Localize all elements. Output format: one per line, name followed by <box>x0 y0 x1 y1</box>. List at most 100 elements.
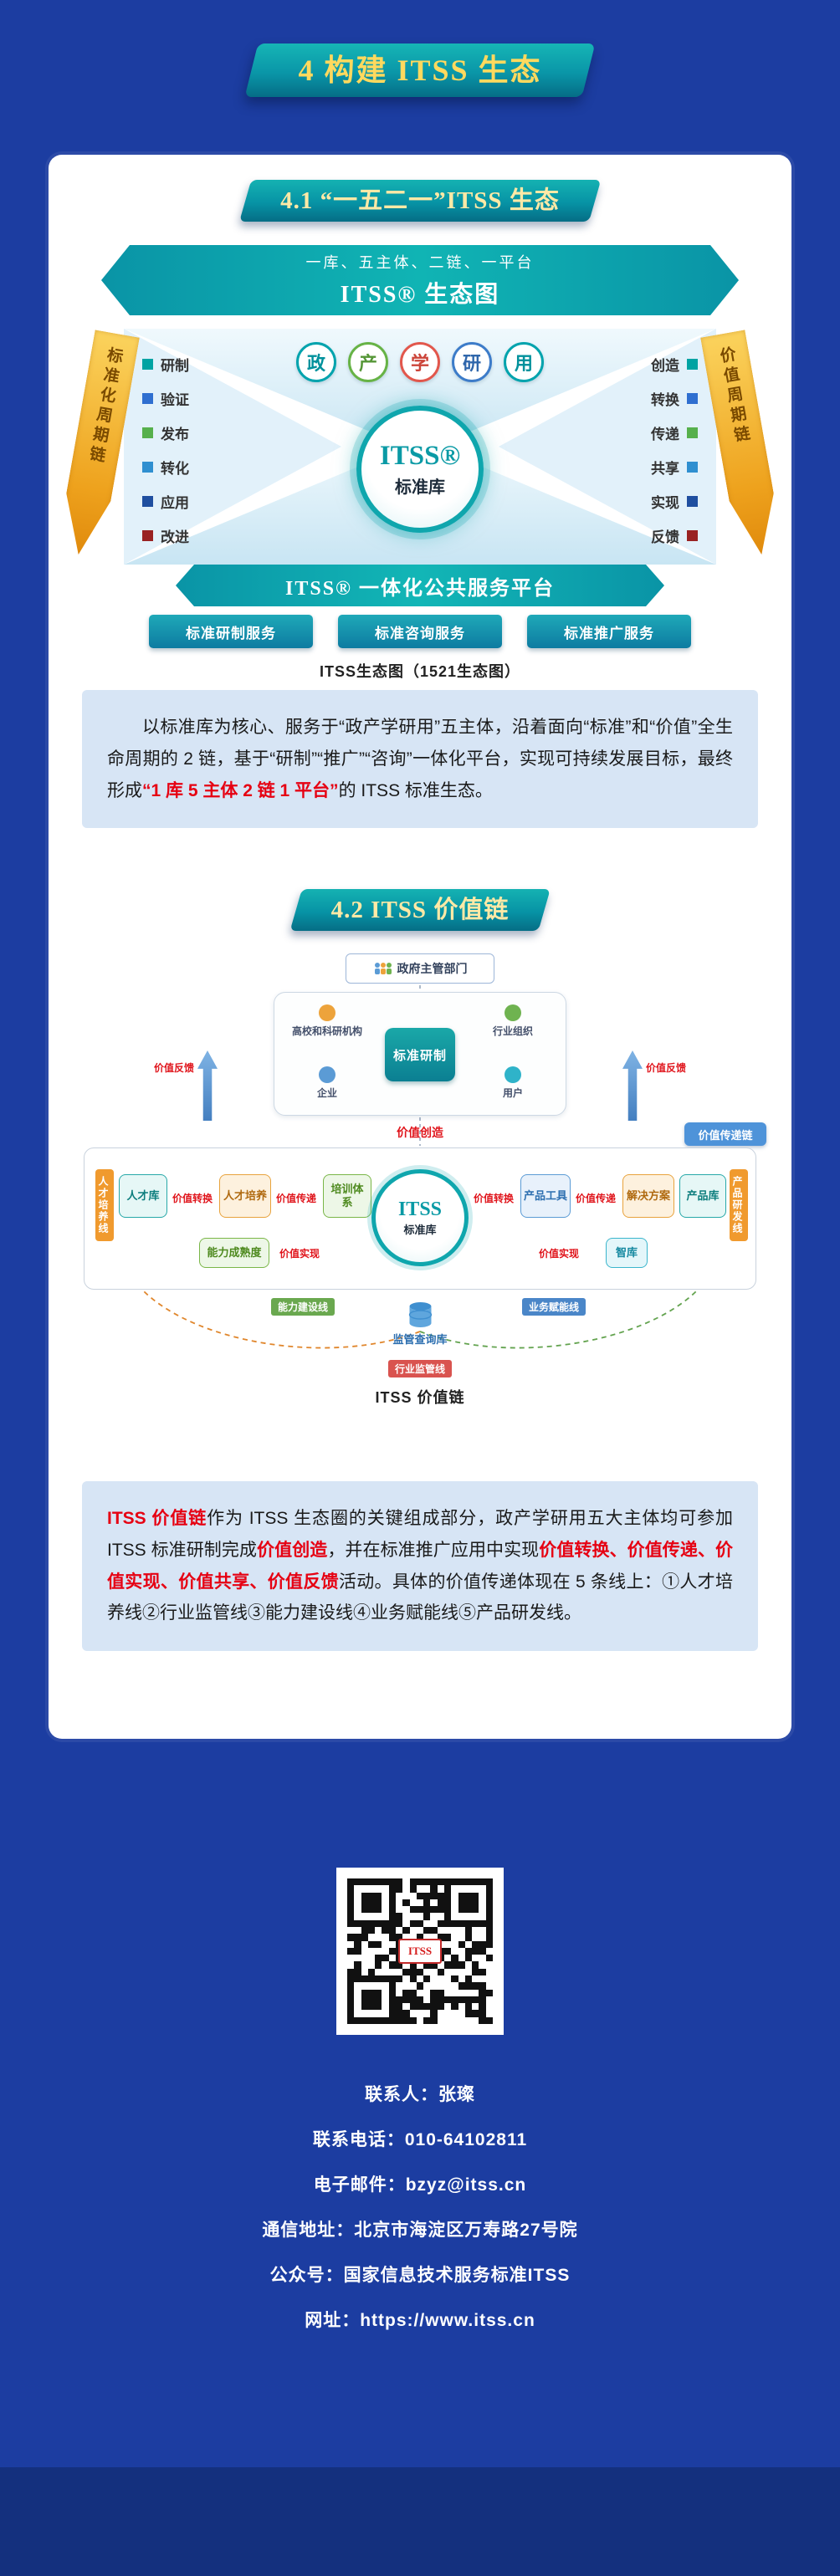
eco-ribbon-subtitle: 一库、五主体、二链、一平台 <box>305 254 535 271</box>
section-4-2-title: 4.2 ITSS 价值链 <box>330 897 510 923</box>
five-subjects-row: 政 产 学 研 用 <box>296 342 544 382</box>
bullet-icon <box>687 530 698 541</box>
node-talent-library: 人才库 <box>119 1174 167 1218</box>
talent-line-tag: 人才培养线 <box>95 1169 114 1241</box>
supervision-line-tag: 行业监管线 <box>387 1360 453 1377</box>
entity-icon <box>319 1004 335 1021</box>
section-4-2-paragraph: ITSS 价值链作为 ITSS 生态圈的关键组成部分，政产学研用五大主体均可参加… <box>82 1481 758 1652</box>
section-4-1-paragraph: 以标准库为核心、服务于“政产学研用”五主体，沿着面向“标准”和“价值”全生命周期… <box>82 690 758 829</box>
node-think-tank: 智库 <box>606 1238 648 1268</box>
list-item: 改进 <box>142 519 189 553</box>
list-item-label: 研制 <box>161 358 189 374</box>
entity-icon <box>319 1066 335 1083</box>
list-item: 应用 <box>142 484 189 519</box>
entity-chip: 行业组织 <box>467 1004 559 1038</box>
capability-line-tag: 能力建设线 <box>271 1298 335 1316</box>
platform-ribbon: ITSS® 一体化公共服务平台 <box>176 565 664 606</box>
node-capability-maturity: 能力成熟度 <box>199 1238 269 1268</box>
bullet-icon <box>687 359 698 370</box>
list-item: 创造 <box>651 347 698 381</box>
bullet-icon <box>687 427 698 438</box>
bullet-icon <box>142 427 153 438</box>
value-chain-caption: ITSS 价值链 <box>375 1389 465 1406</box>
contact-address-line: 通信地址：北京市海淀区万寿路27号院 <box>262 2221 578 2240</box>
core-sub-text: 标准库 <box>395 478 445 497</box>
eco-caption: ITSS生态图（1521生态图） <box>319 663 521 680</box>
value-cycle-list: 创造 转换 传递 共享 实现 反馈 <box>651 347 698 553</box>
service-button-develop: 标准研制服务 <box>149 615 313 648</box>
section-4-2-banner: 4.2 ITSS 价值链 <box>296 889 545 931</box>
qr-center-logo: ITSS <box>398 1939 442 1964</box>
contact-website-line: 网址：https://www.itss.cn <box>305 2311 535 2330</box>
entity-chip: 用户 <box>467 1066 559 1100</box>
node-solution: 解决方案 <box>622 1174 674 1218</box>
highlighted-text: “1 库 5 主体 2 链 1 平台” <box>142 780 339 800</box>
highlighted-text: ITSS 价值链 <box>107 1509 207 1528</box>
entity-chip: 高校和科研机构 <box>281 1004 373 1038</box>
list-item-label: 共享 <box>651 461 679 477</box>
service-button-promote: 标准推广服务 <box>527 615 691 648</box>
list-item-label: 验证 <box>161 392 189 408</box>
subject-circle: 用 <box>504 342 544 382</box>
supervision-query-library-node: 监管查询库 <box>392 1301 448 1347</box>
eco-ribbon: 一库、五主体、二链、一平台 ITSS® 生态图 <box>101 245 739 315</box>
standard-development-cluster: 高校和科研机构 企业 行业组织 用户 标准研制 <box>274 992 566 1116</box>
value-feedback-label: 价值反馈 <box>154 1062 195 1074</box>
subject-circle: 政 <box>296 342 336 382</box>
list-item: 反馈 <box>651 519 698 553</box>
government-label: 政府主管部门 <box>397 962 468 975</box>
value-deliver-label: 价值传递 <box>576 1193 617 1204</box>
list-item: 发布 <box>142 416 189 450</box>
section-4-1-title: 4.1 “一五二一”ITSS 生态 <box>280 187 560 214</box>
list-item-label: 反馈 <box>651 529 679 545</box>
subject-circle: 研 <box>452 342 492 382</box>
main-title-banner: 4 构建 ITSS 生态 <box>251 43 588 97</box>
paragraph-text: 的 ITSS 标准生态。 <box>338 780 493 800</box>
contact-person-line: 联系人：张璨 <box>365 2085 475 2104</box>
list-item-label: 改进 <box>161 529 189 545</box>
list-item: 研制 <box>142 347 189 381</box>
subject-circle: 学 <box>400 342 440 382</box>
main-title: 4 构建 ITSS 生态 <box>298 54 542 87</box>
people-icon <box>374 963 392 974</box>
bullet-icon <box>142 393 153 404</box>
qr-modules <box>347 1878 493 2024</box>
paragraph-text: 以标准库为核心、服务于“政产学研用”五主体，沿着面向“标准”和“价值”全生命周期… <box>107 718 733 800</box>
platform-label: ITSS® 一体化公共服务平台 <box>285 577 555 600</box>
value-chain-diagram: 政府主管部门 高校和科研机构 企业 行业组织 用户 标准研制 <box>74 953 766 1377</box>
database-icon <box>408 1302 432 1327</box>
vc-itss-standard-library: ITSS 标准库 <box>371 1169 469 1266</box>
service-button-consult: 标准咨询服务 <box>338 615 502 648</box>
list-item-label: 转换 <box>651 392 679 408</box>
paragraph-text: 作为 ITSS 生态圈的关键组成部分，政产学研用五大主体均可参加 ITSS 标准… <box>107 1509 734 1560</box>
standard-development-badge: 标准研制 <box>385 1028 455 1081</box>
service-buttons-row: 标准研制服务 标准咨询服务 标准推广服务 <box>149 615 691 648</box>
standard-cycle-list: 研制 验证 发布 转化 应用 改进 <box>142 347 189 553</box>
list-item: 转换 <box>651 381 698 416</box>
footer-band <box>0 2467 840 2576</box>
bullet-icon <box>142 359 153 370</box>
list-item-label: 发布 <box>161 427 189 442</box>
node-training-system: 培训体系 <box>323 1174 371 1218</box>
highlighted-text: 价值创造 <box>257 1540 328 1560</box>
list-item: 转化 <box>142 450 189 484</box>
list-item: 验证 <box>142 381 189 416</box>
highlighted-text: 价值转换、价值传递、价值实现、价值共享、价值反馈 <box>107 1540 734 1592</box>
value-convert-label: 价值转换 <box>474 1193 515 1204</box>
list-item-label: 转化 <box>161 461 189 477</box>
itss-standard-library-core: ITSS® 标准库 <box>356 406 484 533</box>
contact-email-line: 电子邮件：bzyz@itss.cn <box>313 2175 527 2195</box>
node-product-library: 产品库 <box>679 1174 726 1218</box>
bullet-icon <box>142 462 153 473</box>
content-card: 4.1 “一五二一”ITSS 生态 一库、五主体、二链、一平台 ITSS® 生态… <box>49 155 791 1739</box>
paragraph-text: 活动。具体的价值传递体现在 5 条线上：①人才培养线②行业监管线③能力建设线④业… <box>107 1572 733 1623</box>
bullet-icon <box>687 462 698 473</box>
list-item: 实现 <box>651 484 698 519</box>
list-item: 传递 <box>651 416 698 450</box>
list-item: 共享 <box>651 450 698 484</box>
entity-chip: 企业 <box>281 1066 373 1100</box>
product-line-tag: 产品研发线 <box>730 1169 748 1241</box>
node-product-tools: 产品工具 <box>520 1174 571 1218</box>
list-item-label: 创造 <box>651 358 679 374</box>
